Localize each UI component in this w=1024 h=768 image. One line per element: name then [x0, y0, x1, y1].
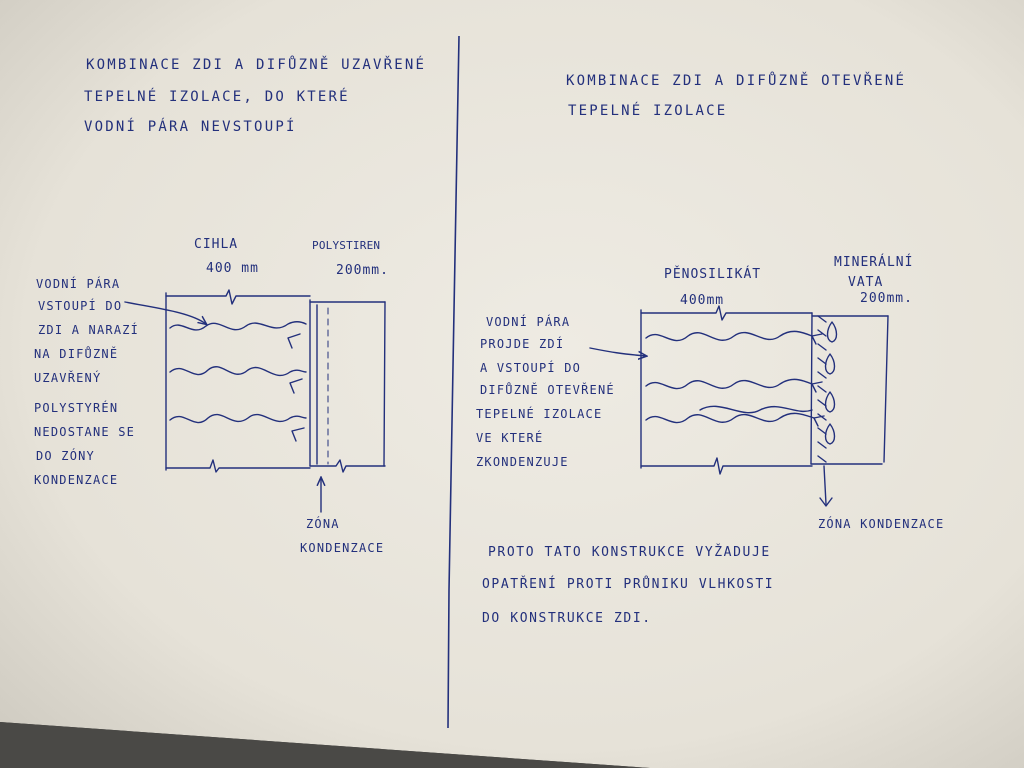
right-material-2-thickness: 200mm. — [860, 291, 913, 306]
left-note-line-1: VODNÍ PÁRA — [36, 277, 121, 291]
left-vapor-wave-3 — [169, 413, 307, 424]
right-note-line-1: VODNÍ PÁRA — [486, 315, 571, 329]
left-title-line-2: TEPELNÉ IZOLACE, DO KTERÉ — [84, 89, 350, 105]
left-note-line-2: VSTOUPÍ DO — [38, 299, 123, 313]
right-vapor-wave-4 — [699, 405, 813, 414]
conclusion-line-2: OPATŘENÍ PROTI PRŮNIKU VLHKOSTI — [482, 577, 775, 592]
right-title-line-1: KOMBINACE ZDI A DIFŮZNĚ OTEVŘENÉ — [566, 73, 907, 89]
left-zone-label-line-2: KONDENZACE — [300, 541, 385, 555]
left-note-leader-arrow — [124, 301, 206, 324]
left-wave-arrowhead-3 — [291, 427, 305, 442]
left-title-line-3: VODNÍ PÁRA NEVSTOUPÍ — [84, 119, 297, 135]
left-material-1-name: CIHLA — [194, 237, 239, 252]
center-divider-line — [447, 35, 460, 729]
left-note-line-9: KONDENZACE — [34, 473, 119, 487]
right-wave-arrowhead-2 — [811, 381, 823, 393]
table-shadow — [0, 722, 650, 768]
left-material-2-thickness: 200mm. — [336, 263, 389, 278]
left-vapor-wave-2 — [169, 366, 307, 377]
left-note-line-7: NEDOSTANE SE — [34, 425, 136, 439]
right-material-1-thickness: 400mm — [680, 293, 725, 308]
right-wave-arrowhead-1 — [811, 333, 823, 345]
right-material-2-name-line-1: MINERÁLNÍ — [834, 255, 914, 270]
droplet-3 — [824, 391, 836, 413]
left-wall-bottom-line — [165, 459, 311, 473]
right-wave-arrowhead-3 — [813, 415, 825, 427]
right-note-line-6: VE KTERÉ — [476, 431, 544, 445]
left-zone-label-line-1: ZÓNA — [306, 517, 340, 531]
left-polystyrene-right-edge — [383, 301, 386, 467]
left-vapor-wave-1 — [169, 321, 307, 331]
right-zone-label: ZÓNA KONDENZACE — [818, 517, 945, 531]
right-wall-section — [589, 305, 889, 507]
right-vapor-wave-3 — [645, 412, 815, 424]
conclusion-line-3: DO KONSTRUKCE ZDI. — [482, 611, 652, 626]
droplet-2 — [824, 353, 836, 375]
right-wall-top-line — [640, 305, 813, 321]
left-note-line-4: NA DIFŮZNĚ — [34, 347, 119, 361]
right-vapor-wave-2 — [645, 378, 813, 390]
right-brick-insulation-boundary — [810, 312, 813, 465]
right-note-line-5: TEPELNÉ IZOLACE — [476, 407, 603, 421]
left-title-line-1: KOMBINACE ZDI A DIFŮZNĚ UZAVŘENÉ — [86, 57, 427, 73]
conclusion-line-1: PROTO TATO KONSTRUKCE VYŽADUJE — [488, 545, 771, 560]
right-note-line-7: ZKONDENZUJE — [476, 455, 569, 469]
droplet-4 — [824, 423, 836, 445]
left-polystyrene-bottom-line — [309, 459, 386, 473]
left-note-line-8: DO ZÓNY — [36, 449, 95, 463]
droplet-1 — [826, 321, 838, 343]
left-material-1-thickness: 400 mm — [206, 261, 259, 276]
left-note-line-3: ZDI A NARAZÍ — [38, 323, 140, 337]
left-material-2-name: POLYSTIREN — [312, 239, 381, 252]
right-wall-bottom-line — [640, 457, 813, 475]
right-vapor-wave-1 — [645, 330, 813, 342]
right-note-leader-arrow — [589, 347, 646, 356]
left-note-line-6: POLYSTYRÉN — [34, 401, 119, 415]
left-wall-section — [124, 289, 386, 513]
right-material-2-name-line-2: VATA — [848, 275, 884, 290]
left-note-line-5: UZAVŘENÝ — [34, 371, 102, 385]
right-zone-arrow-tip — [819, 497, 833, 507]
left-wave-arrowhead-1 — [287, 333, 301, 349]
left-wall-top-line — [165, 289, 311, 305]
left-wave-arrowhead-2 — [289, 378, 303, 394]
right-insulation-right-edge — [883, 315, 889, 463]
right-note-line-3: A VSTOUPÍ DO — [480, 361, 582, 375]
right-material-1-name: PĚNOSILIKÁT — [664, 267, 762, 282]
right-title-line-2: TEPELNÉ IZOLACE — [568, 103, 728, 119]
right-note-line-4: DIFŮZNĚ OTEVŘENÉ — [480, 383, 615, 397]
right-zone-arrow — [823, 465, 827, 505]
right-note-line-2: PROJDE ZDÍ — [480, 337, 565, 351]
